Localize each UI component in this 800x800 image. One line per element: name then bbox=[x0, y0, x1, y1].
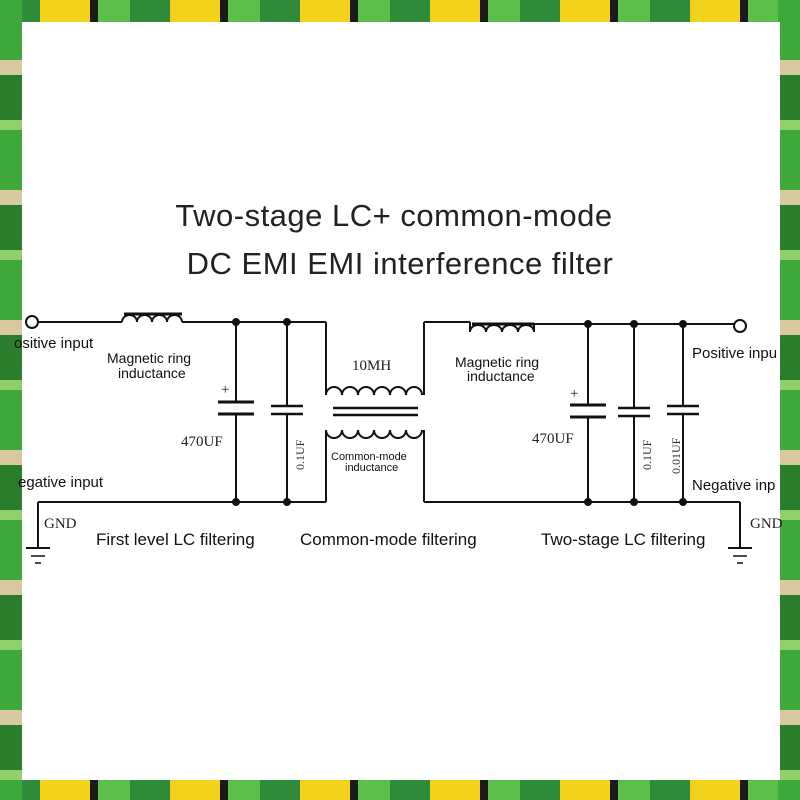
border-top bbox=[0, 0, 800, 22]
border-right bbox=[778, 0, 800, 800]
magnetic-ring-left-label: Magnetic ring bbox=[107, 350, 191, 366]
border-left bbox=[0, 0, 22, 800]
cap-01-right-label: 0.1UF bbox=[640, 439, 654, 470]
plus-right: + bbox=[570, 386, 578, 402]
inductor-value-label: 10MH bbox=[352, 358, 391, 374]
caption-first-level: First level LC filtering bbox=[96, 530, 255, 549]
left-positive-terminal bbox=[25, 315, 39, 329]
positive-input-left-label: ositive input bbox=[14, 335, 94, 352]
negative-input-right-label: Negative inp bbox=[692, 477, 775, 494]
common-mode-inductance-label: Common-mode bbox=[331, 451, 407, 463]
left-magnetic-ring-inductor bbox=[121, 312, 183, 323]
junction bbox=[283, 318, 291, 326]
negative-input-left-label: egative input bbox=[18, 474, 104, 491]
gnd-right-label: GND bbox=[750, 516, 783, 532]
magnetic-ring-right-label-2: inductance bbox=[467, 368, 535, 384]
magnetic-ring-right-label: Magnetic ring bbox=[455, 354, 539, 370]
junction bbox=[679, 320, 687, 328]
cap-470-right-label: 470UF bbox=[532, 431, 574, 447]
gnd-left-label: GND bbox=[44, 516, 77, 532]
common-mode-inductor bbox=[325, 386, 423, 439]
cap-01-left-label: 0.1UF bbox=[293, 439, 307, 470]
title-line-1: Two-stage LC+ common-mode bbox=[175, 198, 613, 233]
right-magnetic-ring-inductor bbox=[469, 322, 535, 333]
cap-001-right-label: 0.01UF bbox=[669, 437, 683, 474]
cap-470-left-label: 470UF bbox=[181, 434, 223, 450]
right-positive-terminal bbox=[733, 319, 747, 333]
caption-two-stage: Two-stage LC filtering bbox=[541, 530, 705, 549]
magnetic-ring-left-label-2: inductance bbox=[118, 365, 186, 381]
junction bbox=[232, 318, 240, 326]
title-line-2: DC EMI EMI interference filter bbox=[186, 246, 614, 281]
caption-common-mode: Common-mode filtering bbox=[300, 530, 477, 549]
positive-input-right-label: Positive inpu bbox=[692, 345, 777, 362]
border-bottom bbox=[0, 778, 800, 800]
plus-left: + bbox=[221, 382, 229, 398]
common-mode-inductance-label-2: inductance bbox=[345, 462, 398, 474]
junction bbox=[584, 320, 592, 328]
diagram-card bbox=[22, 22, 780, 780]
junction bbox=[630, 320, 638, 328]
